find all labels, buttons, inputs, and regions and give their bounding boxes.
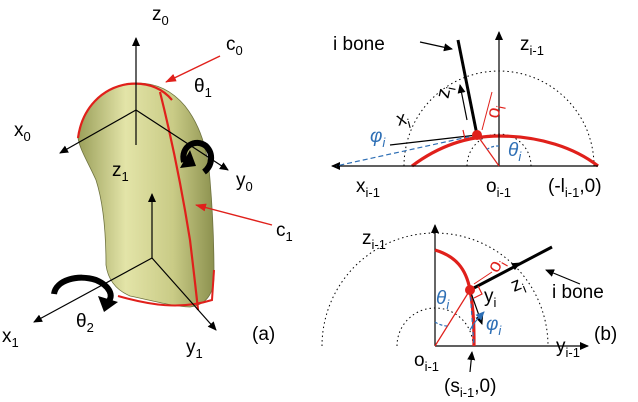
label-c1: c1 [276, 220, 293, 244]
oi-red-line-top [476, 134, 500, 167]
right-angle-top [462, 129, 475, 140]
label-oi-bottom: oi [483, 254, 511, 278]
label-zi-bottom: zi [508, 272, 529, 299]
label-i-bone-top: i bone [333, 34, 385, 55]
label-phi-bottom: φi [486, 314, 502, 338]
axis-zi-bottom [485, 262, 521, 282]
label-z-im1-top: zi-1 [520, 34, 544, 58]
panel-b-bottom: zi-1 oi zi i bone yi θi φi yi-1 oi-1 (si… [321, 224, 617, 400]
label-y0: y0 [236, 170, 253, 194]
joint-point-top [472, 130, 482, 140]
label-theta-bottom: θi [436, 288, 450, 312]
label-c0: c0 [226, 34, 243, 58]
phi-dashed-line-bottom [469, 289, 475, 347]
label-x-im1: xi-1 [356, 176, 380, 200]
i-bone-line-top [456, 39, 479, 136]
pointer-c0 [165, 55, 221, 83]
point-pointer-bottom [467, 351, 476, 373]
axis-xi-top [389, 134, 478, 146]
bone-pointer-top [419, 41, 453, 52]
panel-b-tag: (b) [594, 324, 617, 345]
label-z1: z1 [112, 160, 129, 184]
oi-red-line-bottom [434, 289, 471, 347]
label-x1: x1 [2, 326, 19, 350]
rotation-arrow-theta2-head [98, 296, 118, 312]
label-point-top: (-li-1,0) [548, 176, 602, 200]
i-bone-line-bottom [469, 245, 553, 292]
panel-b-top: i bone zi-1 zi oi xi φi θi xi-1 oi-1 (-l… [331, 31, 602, 200]
right-angle-bottom [473, 285, 483, 299]
rotation-arrow-theta1 [180, 139, 214, 175]
label-y-im1: yi-1 [556, 336, 580, 360]
pointer-c1 [195, 203, 273, 226]
axis-y1 [151, 257, 217, 331]
panel-a: z0 c0 θ1 x0 y0 z1 c1 θ2 x1 y1 (a) [2, 4, 293, 361]
curve-c0 [76, 82, 173, 139]
label-o-im1-bottom: oi-1 [414, 350, 439, 374]
oi-red-leader-bottom [473, 271, 493, 285]
label-y1: y1 [186, 337, 203, 361]
label-point-bottom: (si-1,0) [444, 376, 496, 400]
rotation-arrow-theta1-head [180, 150, 196, 168]
phi-dashed-line [335, 134, 478, 167]
rotation-arrow-theta2 [51, 274, 114, 305]
label-z0: z0 [152, 4, 169, 28]
label-theta-top: θi [508, 140, 522, 164]
phi-arc-bottom [469, 311, 485, 331]
label-theta1: θ1 [194, 76, 212, 100]
label-o-im1-top: oi-1 [486, 176, 511, 200]
label-yi-bottom: yi [484, 286, 497, 310]
label-x0: x0 [14, 120, 31, 144]
label-xi-top: xi [394, 107, 412, 133]
theta-arc-top [485, 145, 500, 151]
axis-x1 [33, 257, 153, 323]
bottom-rim [117, 269, 215, 307]
label-i-bone-bottom: i bone [552, 282, 604, 303]
bone-pointer-bottom [545, 269, 581, 285]
label-theta2: θ2 [76, 311, 94, 335]
label-oi-top: oi [483, 102, 509, 120]
theta-arc-bottom [434, 321, 449, 327]
label-z-im1-bottom: zi-1 [362, 228, 386, 252]
label-phi-top: φi [370, 126, 386, 150]
axis-x0 [59, 109, 137, 154]
curve-c1 [158, 91, 200, 311]
joint-point-bottom [465, 285, 475, 295]
panel-a-tag: (a) [252, 324, 275, 345]
red-arc-top [411, 134, 599, 168]
oi-red-leader-top [481, 91, 493, 131]
axis-zi-top [457, 84, 468, 121]
label-zi-top: zi [433, 84, 459, 101]
